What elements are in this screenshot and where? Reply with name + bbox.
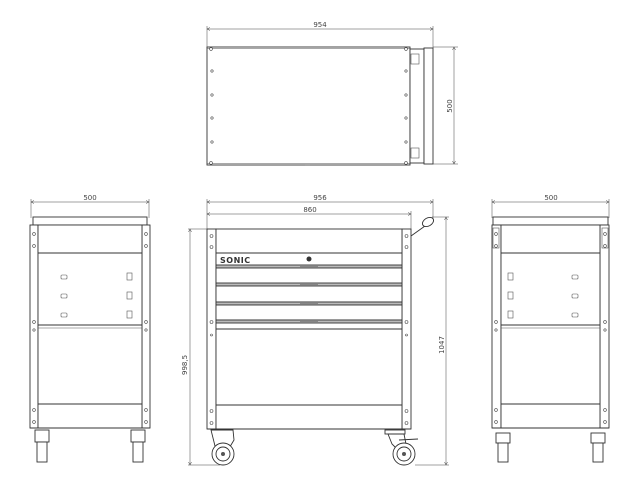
top-view: 954 500 [206,21,458,166]
dim-front-body-height: 998,5 [181,355,189,375]
dim-front-overall-width: 956 [313,194,327,202]
dim-front-body-width: 860 [303,206,316,214]
right-side-view: 500 [491,194,610,463]
dim-front-total-height: 1047 [438,336,446,354]
front-view: 956 860 SONIC [181,194,449,466]
dim-left-width: 500 [83,194,96,202]
brand-logo: SONIC [220,256,251,265]
dim-top-depth: 500 [446,99,454,112]
lock-icon [306,256,312,262]
dim-right-width: 500 [544,194,557,202]
dim-top-width: 954 [313,21,327,29]
left-side-view: 500 [29,194,151,463]
